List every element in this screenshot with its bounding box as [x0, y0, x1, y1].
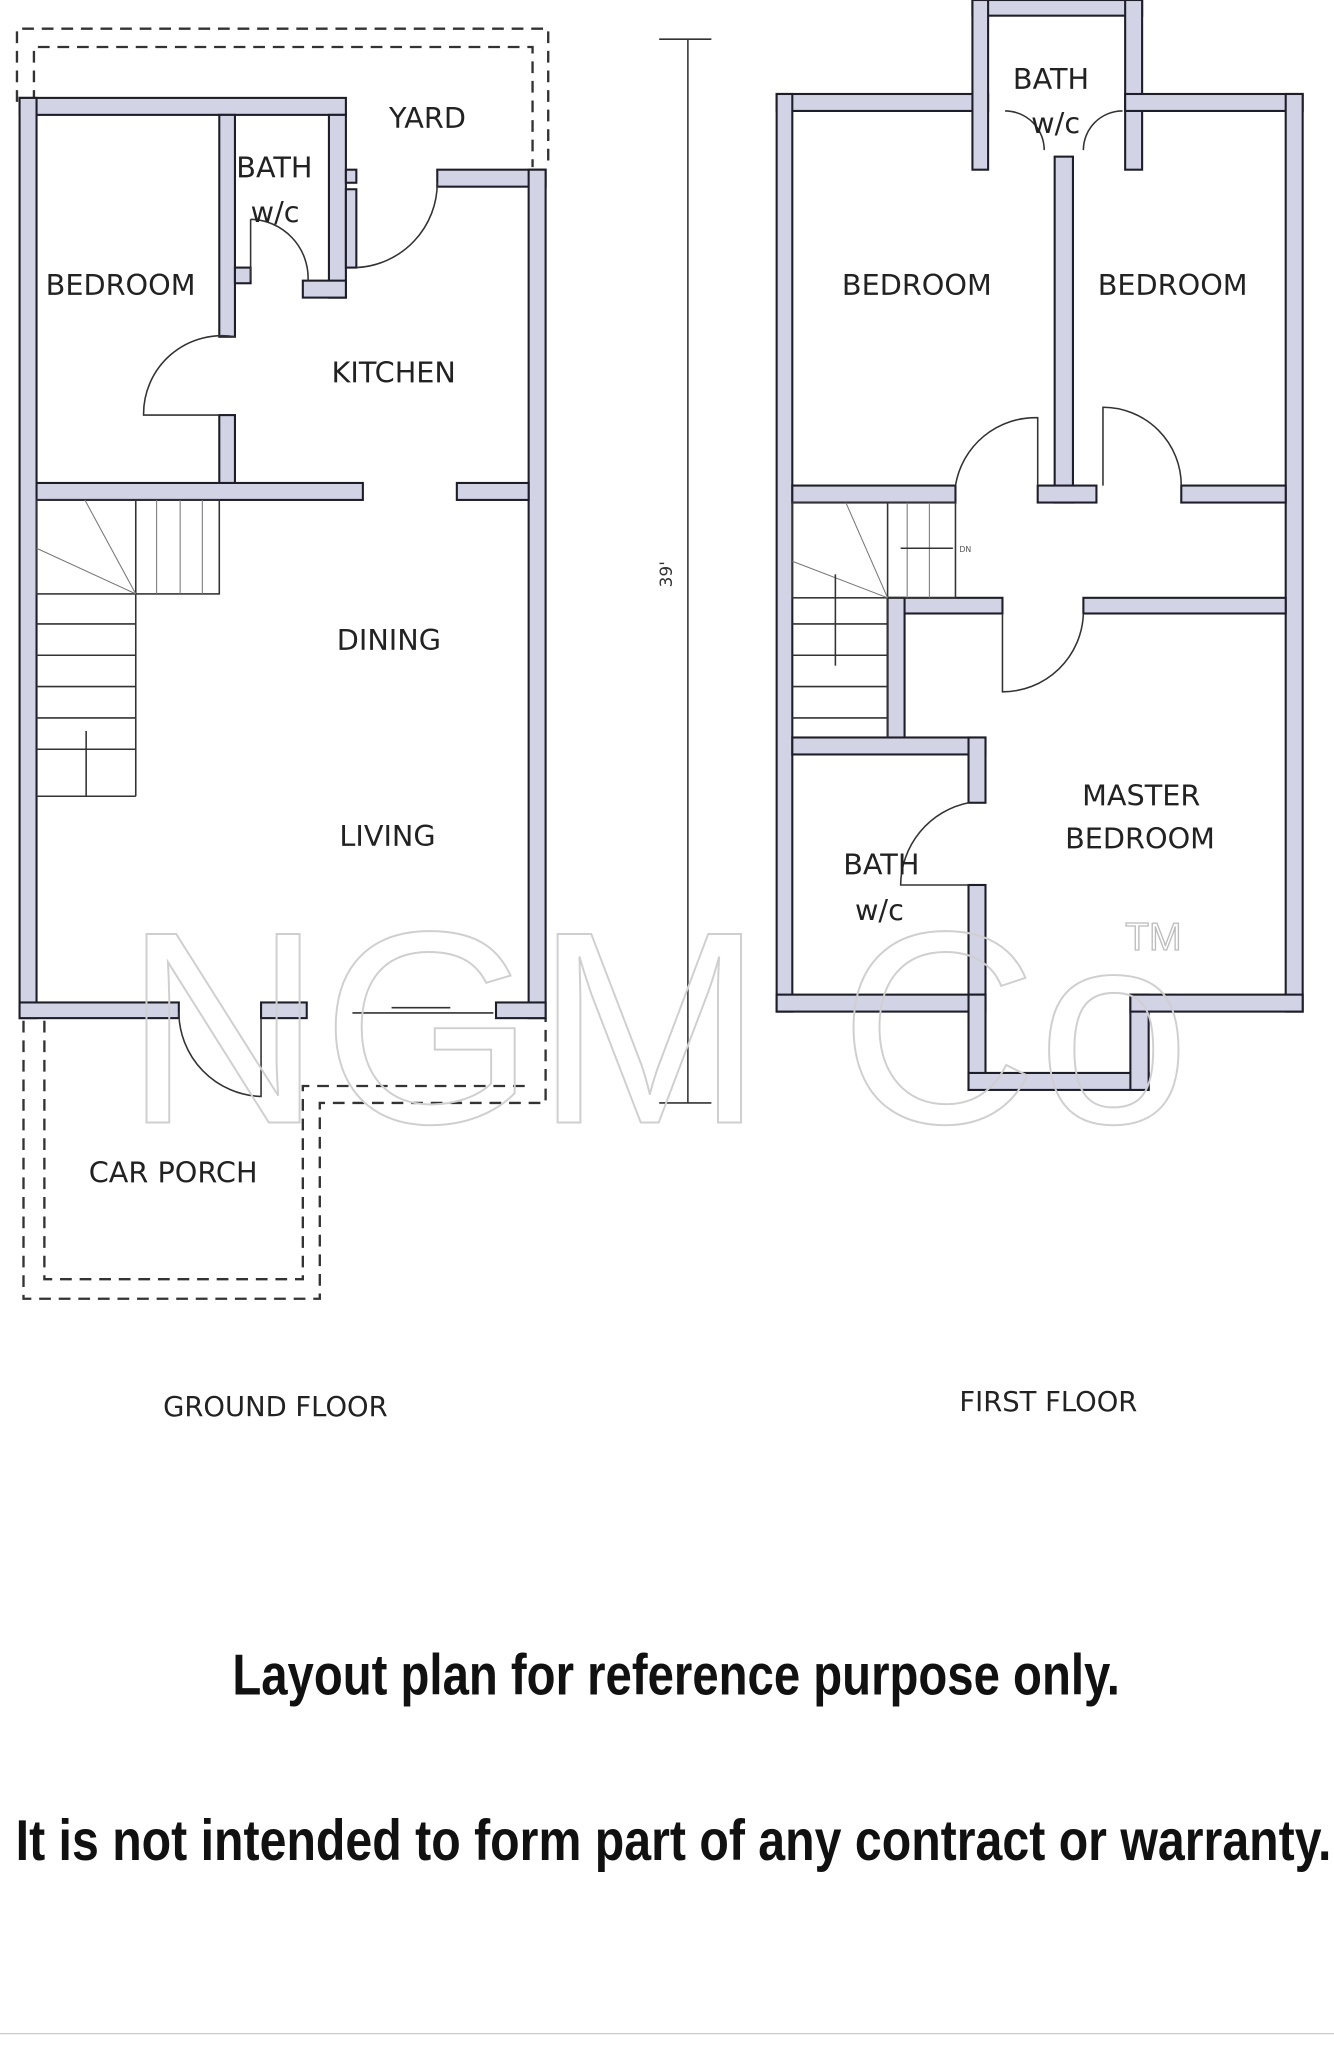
- first-floor-caption: FIRST FLOOR: [959, 1387, 1137, 1418]
- car-porch-boundary-outer: [22, 1018, 547, 1300]
- car-porch-boundary-inner: [43, 1020, 529, 1281]
- first-floor-plan: DN BATH w/c BEDROOM BEDROOM MASTER BEDRO…: [775, 0, 1304, 1418]
- room-label-dining: DINING: [337, 623, 441, 657]
- room-label-bedroom-right: BEDROOM: [1098, 268, 1248, 302]
- room-label-bedroom: BEDROOM: [46, 268, 196, 302]
- room-label-bath-top: BATH: [1013, 62, 1089, 96]
- room-label-wc: w/c: [855, 893, 904, 927]
- stair-label-dn: DN: [959, 545, 971, 554]
- room-label-living: LIVING: [339, 819, 435, 853]
- room-label-master-1: MASTER: [1082, 778, 1200, 812]
- room-label-bath: BATH: [843, 848, 919, 882]
- watermark: NGM Co: [124, 876, 1190, 1182]
- dimension-label: 39': [656, 561, 676, 587]
- ground-floor-plan: YARD BATH w/c BEDROOM KITCHEN DINING LIV…: [15, 27, 550, 1423]
- yard-boundary-outer: [15, 27, 550, 168]
- first-stairs: DN: [791, 501, 971, 738]
- disclaimer-line-1: Layout plan for reference purpose only.: [232, 1643, 1120, 1707]
- room-label-car-porch: CAR PORCH: [89, 1156, 258, 1190]
- dimension-line: 39': [656, 38, 712, 1104]
- room-label-wc-top: w/c: [1031, 106, 1080, 140]
- ground-floor-caption: GROUND FLOOR: [163, 1392, 387, 1423]
- disclaimer-line-2: It is not intended to form part of any c…: [16, 1809, 1332, 1873]
- watermark-tm: TM: [1125, 916, 1182, 959]
- room-label-bedroom-left: BEDROOM: [842, 268, 992, 302]
- room-label-wc: w/c: [251, 195, 300, 229]
- ground-doors: [142, 182, 494, 1098]
- ground-walls: [18, 96, 547, 1020]
- room-label-master-2: BEDROOM: [1065, 821, 1215, 855]
- room-label-bath: BATH: [236, 151, 312, 185]
- room-label-kitchen: KITCHEN: [332, 355, 456, 389]
- yard-boundary-inner: [32, 45, 534, 168]
- room-label-yard: YARD: [388, 101, 466, 135]
- first-doors: [899, 110, 1183, 886]
- first-walls: [775, 0, 1304, 1091]
- ground-stairs: [35, 499, 221, 798]
